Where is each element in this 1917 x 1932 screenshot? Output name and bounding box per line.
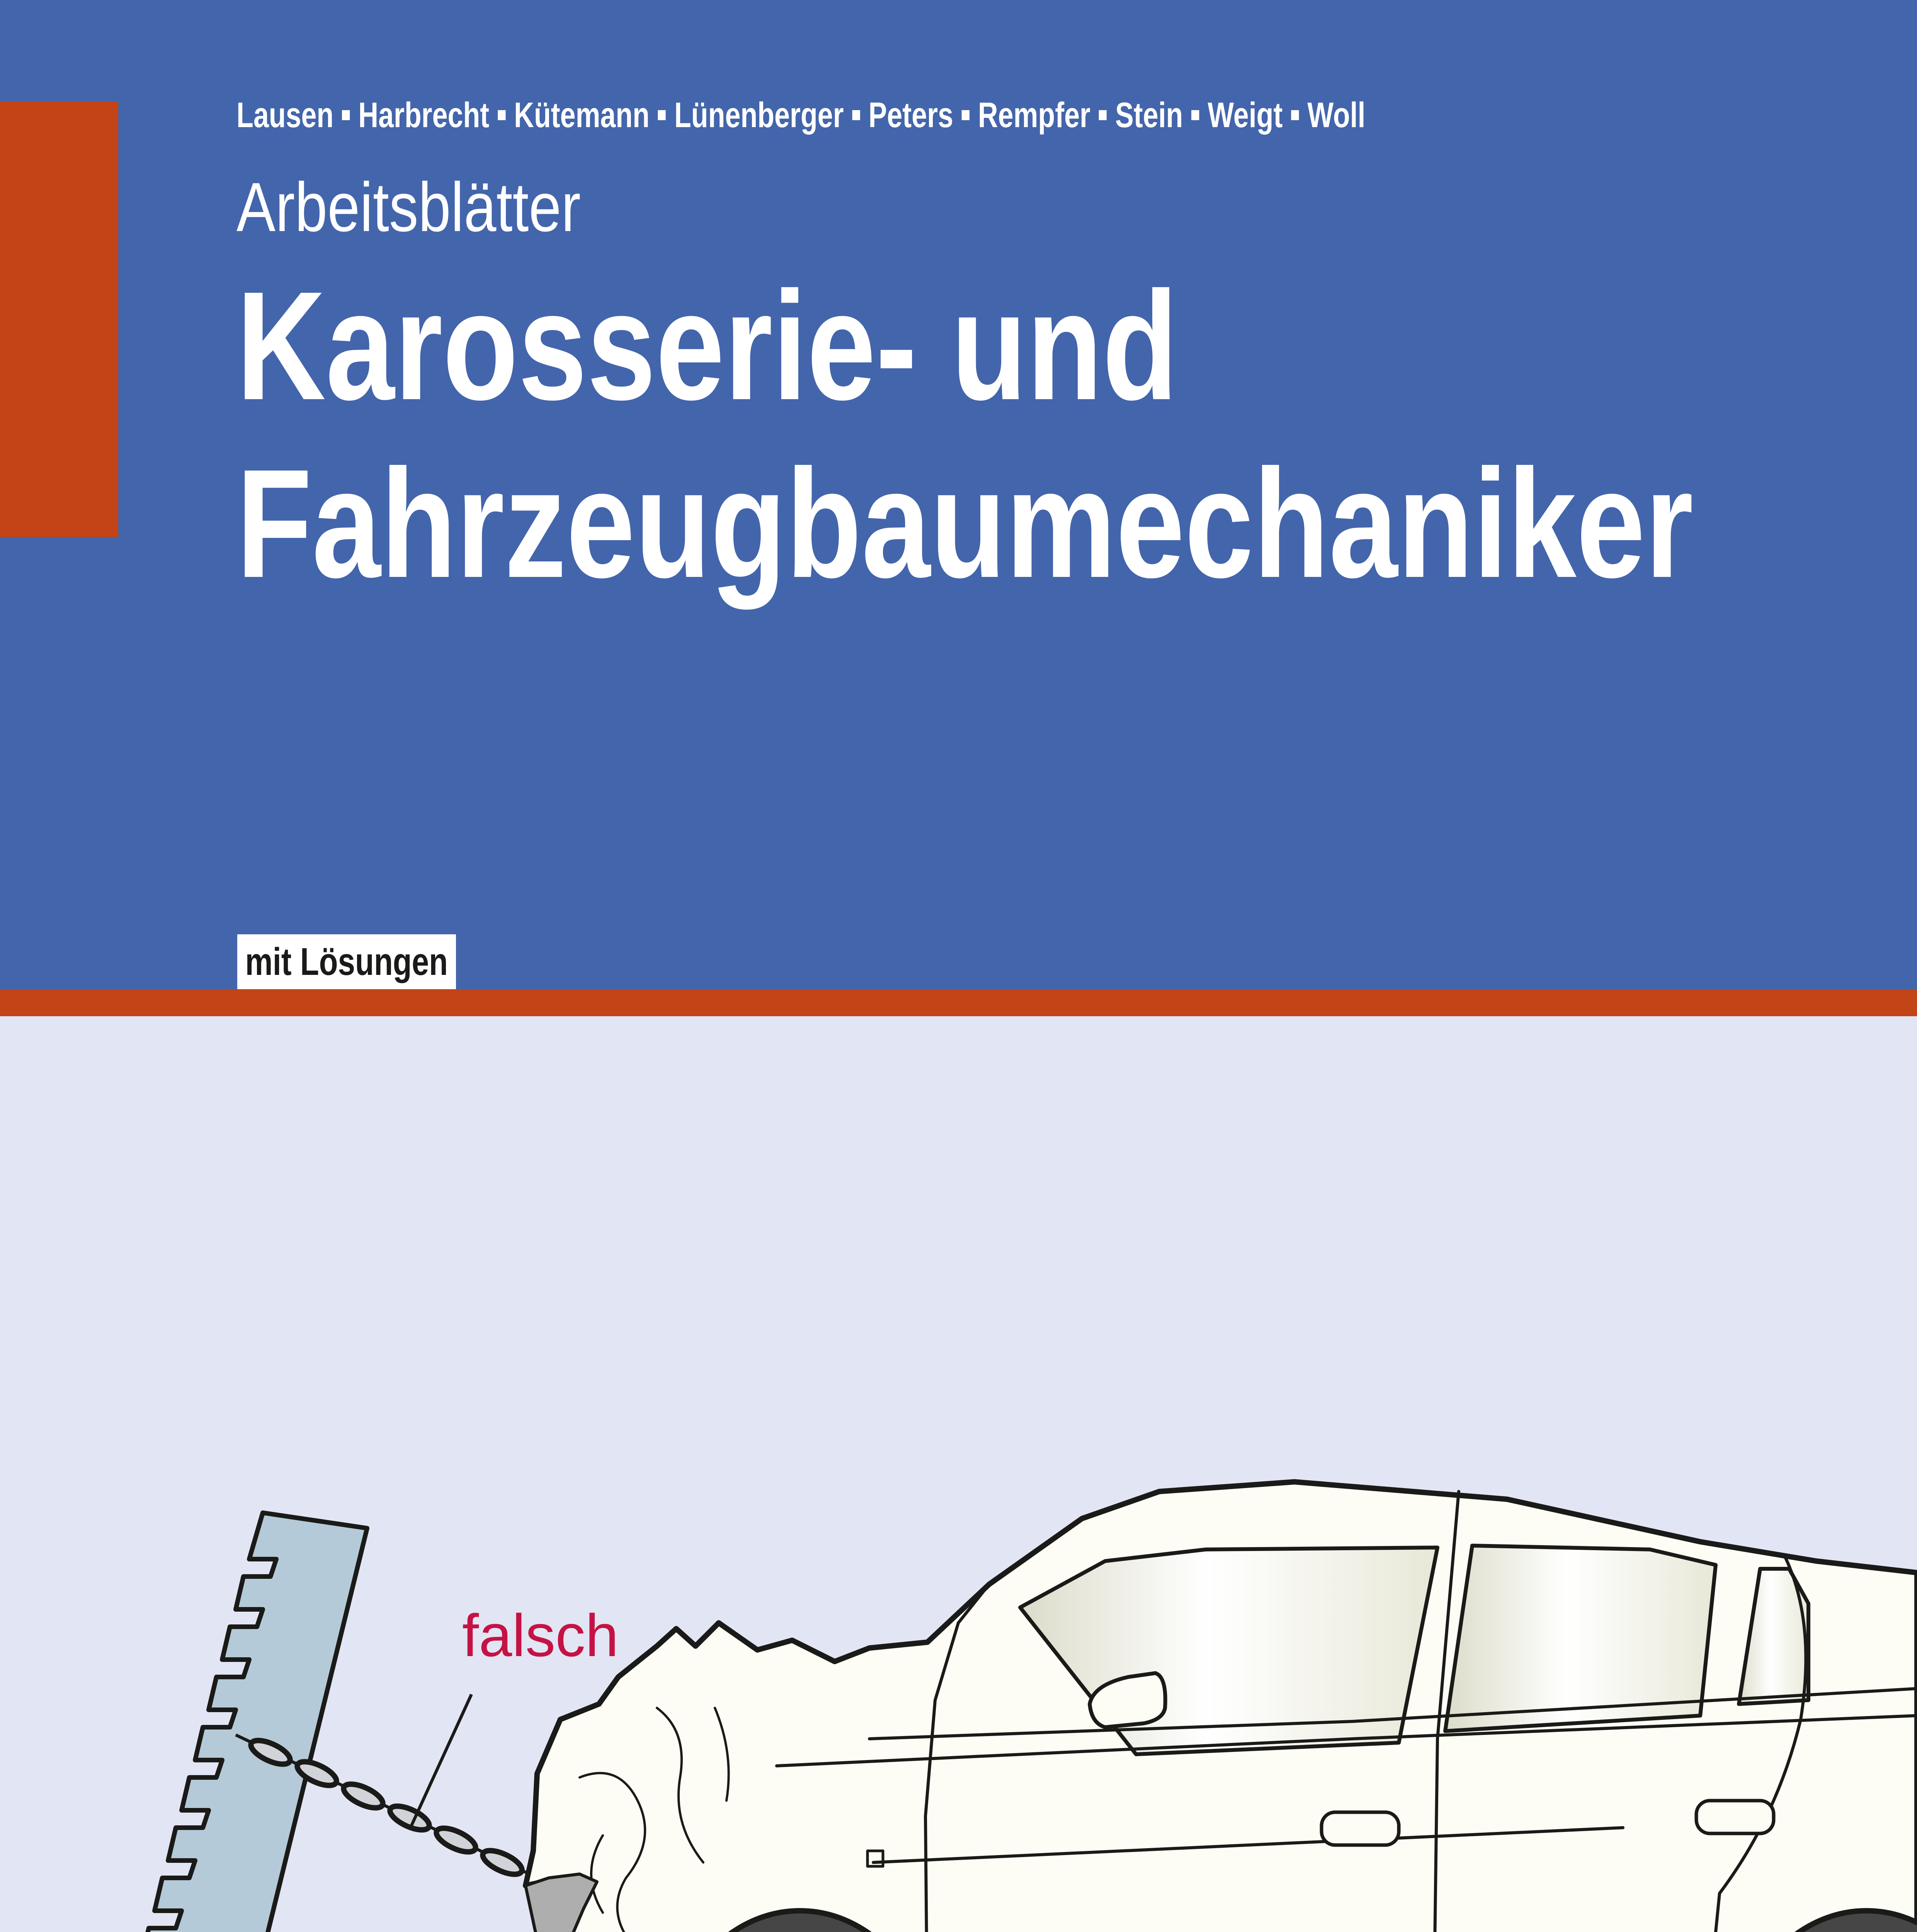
damaged-car	[523, 1479, 1917, 1932]
author: Lünenberger	[674, 95, 844, 135]
accent-stripe	[0, 989, 1917, 1016]
separator-square-icon	[342, 110, 350, 120]
cover-illustration: falsch richtig	[0, 1016, 1917, 1932]
series-title: Arbeitsblätter	[236, 168, 581, 246]
author: Peters	[868, 95, 953, 135]
separator-square-icon	[658, 110, 666, 120]
author: Lausen	[236, 95, 334, 135]
cover-header	[0, 0, 1917, 989]
separator-square-icon	[1099, 110, 1107, 120]
solutions-badge: mit Lösungen	[237, 934, 456, 989]
author: Rempfer	[978, 95, 1090, 135]
chain-wrong	[235, 1733, 530, 1877]
separator-square-icon	[961, 110, 970, 120]
author: Woll	[1307, 95, 1366, 135]
author: Weigt	[1208, 95, 1283, 135]
separator-square-icon	[1191, 110, 1199, 120]
separator-square-icon	[852, 110, 860, 120]
author: Kütemann	[514, 95, 650, 135]
rear-wheel	[1795, 1908, 1917, 1932]
accent-bar	[0, 101, 118, 537]
author-list: Lausen Harbrecht Kütemann Lünenberger Pe…	[236, 92, 1365, 138]
book-title-line-2: Fahrzeugbaumechaniker	[236, 437, 1693, 610]
book-title-line-1: Karosserie- und	[236, 259, 1178, 432]
front-wheel	[728, 1908, 872, 1932]
leader-line-wrong	[408, 1694, 473, 1830]
pulling-tower	[145, 1510, 369, 1932]
author: Stein	[1115, 95, 1183, 135]
solutions-badge-label: mit Lösungen	[245, 940, 448, 983]
illustration-svg	[145, 1479, 1917, 1932]
label-wrong: falsch	[462, 1602, 619, 1669]
separator-square-icon	[1291, 110, 1299, 120]
author: Harbrecht	[358, 95, 490, 135]
separator-square-icon	[498, 110, 506, 120]
